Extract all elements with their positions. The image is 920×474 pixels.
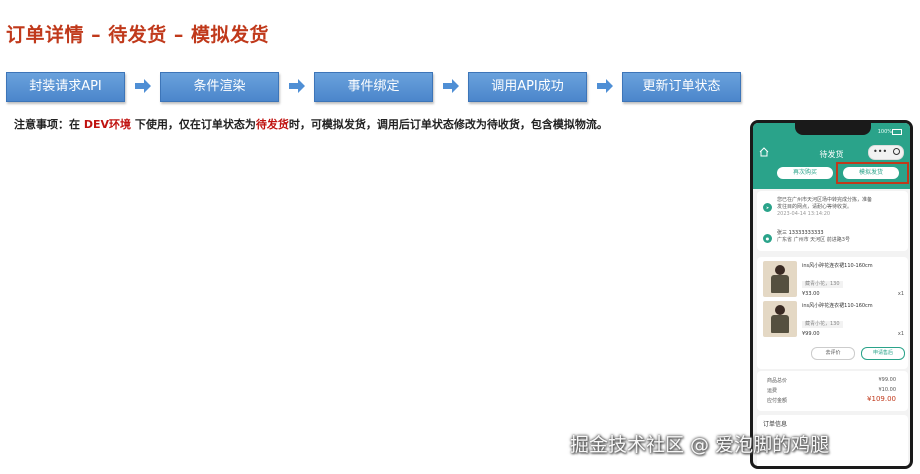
address-name: 张三 13333333333 bbox=[777, 230, 824, 236]
home-icon[interactable] bbox=[759, 147, 769, 157]
flow-step-event-binding: 事件绑定 bbox=[314, 72, 433, 102]
note-mid1: 下使用，仅在订单状态为 bbox=[134, 118, 256, 131]
goods-price: ¥99.00 bbox=[802, 331, 820, 337]
page-title: 订单详情 – 待发货 – 模拟发货 bbox=[6, 24, 269, 46]
note-text: 注意事项：在 DEV环境 下使用，仅在订单状态为待发货时，可模拟发货，调用后订单… bbox=[14, 116, 608, 132]
phone-nav-title: 待发货 bbox=[819, 150, 844, 159]
note-env: DEV环境 bbox=[83, 118, 132, 131]
goods-image[interactable] bbox=[763, 301, 797, 337]
summary-value: ¥99.00 bbox=[878, 377, 897, 383]
battery-level: 100% bbox=[877, 129, 892, 135]
note-mid2: 时，可模拟发货，调用后订单状态修改为 bbox=[288, 118, 487, 131]
goods-spec: 藏青小花，130 bbox=[802, 281, 843, 288]
summary-label: 商品总价 bbox=[767, 378, 788, 384]
battery-icon bbox=[892, 129, 902, 135]
goods-name: ins风小碎花连衣裙110-160cm bbox=[802, 303, 873, 309]
order-info-card: 订单信息 bbox=[757, 415, 908, 466]
logistics-time: 2023-04-14 13:14:20 bbox=[777, 211, 831, 217]
location-icon: ● bbox=[763, 234, 772, 243]
arrow-right-icon bbox=[289, 79, 305, 93]
flow-step-wrap-api: 封装请求API bbox=[6, 72, 125, 102]
summary-label: 应付金额 bbox=[767, 398, 788, 404]
buy-again-button[interactable]: 再次购买 bbox=[777, 167, 833, 179]
mock-ship-button[interactable]: 模拟发货 bbox=[843, 167, 899, 179]
goods-spec: 藏青小花，130 bbox=[802, 321, 843, 328]
flow-step-conditional-render: 条件渲染 bbox=[160, 72, 279, 102]
note-prefix: 注意事项：在 bbox=[14, 118, 80, 131]
summary-card: 商品总价 ¥99.00 运费 ¥10.00 应付金额 ¥109.00 bbox=[757, 371, 908, 411]
goods-qty: x1 bbox=[897, 291, 904, 297]
arrow-right-icon bbox=[443, 79, 459, 93]
phone-mockup: 100% 待发货 ••• 再次购买 模拟发货 ➤ 您已在广州市天河区场中转完成分… bbox=[750, 120, 913, 469]
mock-ship-highlight bbox=[836, 162, 909, 184]
arrow-right-icon bbox=[597, 79, 613, 93]
logistics-line-1: 您已在广州市天河区场中转完成分拣，准备 bbox=[777, 197, 873, 203]
goods-qty: x1 bbox=[897, 331, 904, 337]
truck-icon: ➤ bbox=[763, 203, 772, 212]
more-icon[interactable]: ••• bbox=[873, 147, 888, 156]
note-status-pending-ship: 待发货 bbox=[255, 118, 289, 131]
order-info-title: 订单信息 bbox=[763, 421, 788, 428]
logistics-card[interactable]: ➤ 您已在广州市天河区场中转完成分拣，准备 发往目的网点，请耐心等待收货。 20… bbox=[757, 191, 908, 251]
address-detail: 广东省 广州市 天河区 前进路3号 bbox=[777, 237, 850, 243]
mini-program-capsule[interactable]: ••• bbox=[868, 145, 904, 160]
note-status-pending-receive: 待收货 bbox=[486, 118, 520, 131]
goods-image[interactable] bbox=[763, 261, 797, 297]
watermark: 掘金技术社区 @ 爱泡脚的鸡腿 bbox=[570, 434, 830, 456]
flow-step-update-status: 更新订单状态 bbox=[622, 72, 741, 102]
goods-name: ins风小碎花连衣裙110-160cm bbox=[802, 263, 873, 269]
goods-price: ¥33.00 bbox=[802, 291, 820, 297]
flow-step-api-success: 调用API成功 bbox=[468, 72, 587, 102]
note-suffix: ，包含模拟物流。 bbox=[519, 118, 608, 131]
summary-label: 运费 bbox=[767, 388, 778, 394]
close-target-icon[interactable] bbox=[893, 148, 900, 155]
after-sale-button[interactable]: 申请售后 bbox=[861, 347, 905, 360]
summary-total: ¥109.00 bbox=[867, 395, 896, 403]
review-button[interactable]: 去评价 bbox=[811, 347, 855, 360]
arrow-right-icon bbox=[135, 79, 151, 93]
summary-value: ¥10.00 bbox=[878, 387, 897, 393]
phone-notch bbox=[795, 123, 871, 135]
logistics-line-2: 发往目的网点，请耐心等待收货。 bbox=[777, 204, 853, 210]
